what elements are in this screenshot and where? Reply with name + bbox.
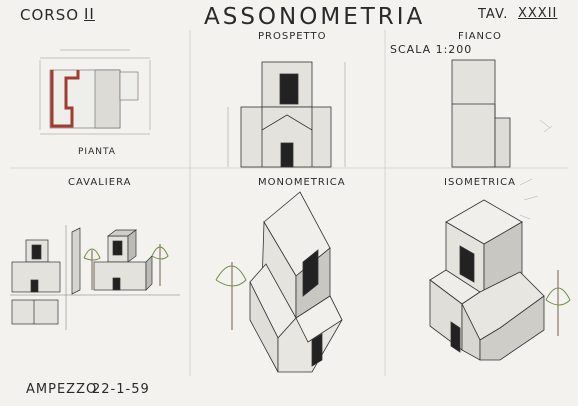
monometric-projection (249, 191, 343, 373)
plate-label: TAV. (478, 7, 509, 22)
grid-lines (10, 30, 568, 376)
tree-icon (545, 270, 571, 336)
pencil-notes (519, 119, 553, 220)
isometrica-label: ISOMETRICA (444, 177, 516, 188)
front-elevation (227, 61, 346, 168)
course-number: II (84, 5, 95, 23)
plan-view (39, 49, 151, 135)
date-label: 22-1-59 (92, 382, 150, 397)
side-elevation (451, 59, 511, 168)
tree-icon (215, 262, 247, 330)
monometrica-label: MONOMETRICA (258, 177, 346, 188)
tree-icon (83, 244, 169, 290)
plate-number: XXXII (518, 6, 558, 21)
prospetto-label: PROSPETTO (258, 31, 327, 42)
cavaliera-label: CAVALIERA (68, 177, 132, 188)
sheet-title: ASSONOMETRIA (204, 4, 426, 30)
cavalier-projection (10, 225, 180, 330)
pianta-label: PIANTA (78, 147, 116, 157)
author-label: AMPEZZO (26, 382, 98, 397)
course-label: CORSO (20, 6, 80, 24)
fianco-label: FIANCO (458, 31, 502, 42)
scale-label: SCALA 1:200 (390, 43, 473, 56)
isometric-projection (429, 199, 545, 361)
